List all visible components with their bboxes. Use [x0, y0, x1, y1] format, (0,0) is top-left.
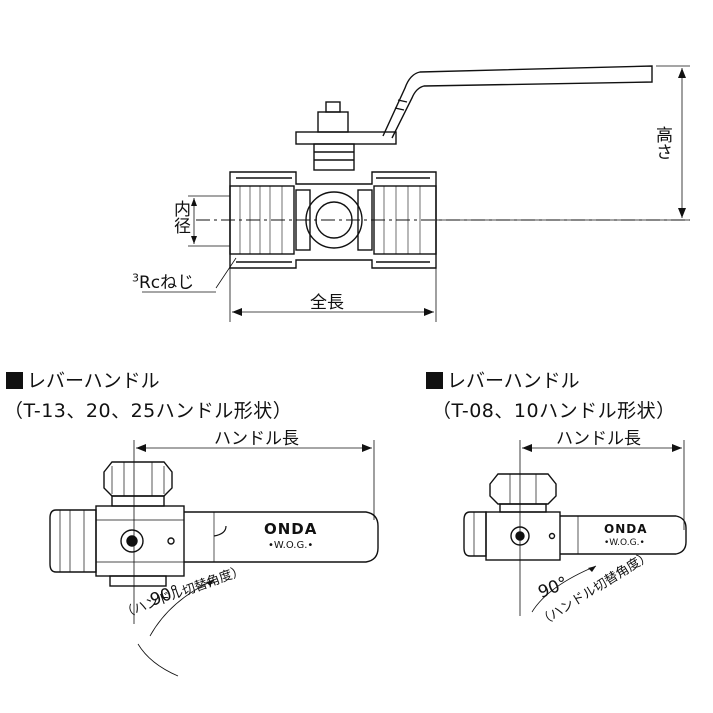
left-rating-text: •W.O.G.• — [268, 540, 314, 551]
left-heading: レバーハンドル — [6, 366, 160, 393]
right-heading: レバーハンドル — [426, 366, 580, 393]
left-subheading: （T-13、20、25ハンドル形状） — [4, 400, 293, 422]
left-brand-text: ONDA — [264, 520, 318, 538]
thread-label: 3Rcねじ — [132, 268, 194, 293]
overall-length-label: 全長 — [310, 293, 344, 313]
lever-handle — [184, 511, 379, 563]
right-valve-view — [463, 440, 687, 616]
right-subheading: （T-08、10ハンドル形状） — [432, 400, 676, 422]
inner-diameter-label: 内径 — [170, 200, 190, 234]
right-brand-text: ONDA — [604, 522, 648, 536]
left-handle-length-label: ハンドル長 — [214, 429, 299, 449]
thread-label-prefix: 3 — [132, 271, 139, 285]
top-valve-section — [142, 65, 690, 322]
lever-handle — [560, 515, 687, 555]
right-rating-text: •W.O.G.• — [604, 538, 645, 548]
lever-handle — [382, 65, 653, 139]
stem-nut — [317, 111, 349, 133]
height-label: 高さ — [652, 126, 672, 160]
left-valve-view — [49, 440, 379, 677]
thread-label-text: Rcねじ — [139, 273, 195, 293]
right-handle-length-label: ハンドル長 — [556, 429, 641, 449]
